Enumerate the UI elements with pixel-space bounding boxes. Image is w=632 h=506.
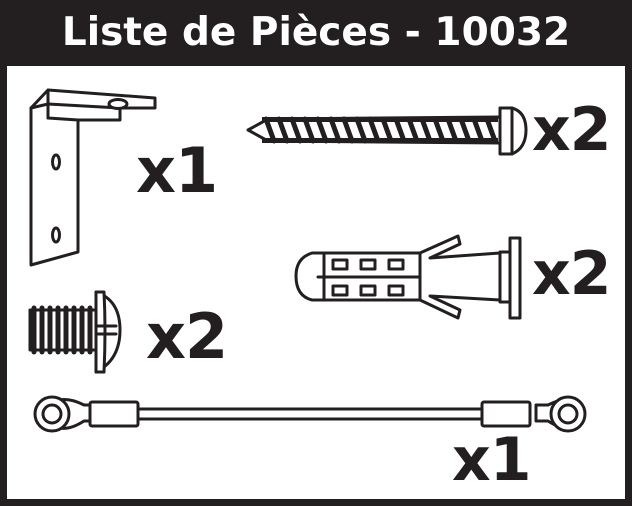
machine-screw-quantity: x2: [146, 300, 228, 373]
wall-anchor-quantity: x2: [532, 239, 611, 309]
page-title: Liste de Pièces - 10032: [61, 10, 571, 55]
bracket-quantity: x1: [136, 134, 218, 207]
safety-cable-icon: [33, 395, 587, 433]
wood-screw-quantity: x2: [532, 95, 611, 165]
angle-bracket-icon: [29, 88, 157, 267]
safety-cable-quantity: x1: [452, 425, 531, 495]
wood-screw-icon: [246, 106, 528, 156]
wall-anchor-icon: [294, 234, 522, 320]
title-bar: Liste de Pièces - 10032: [0, 0, 632, 66]
machine-screw-icon: [28, 290, 122, 374]
